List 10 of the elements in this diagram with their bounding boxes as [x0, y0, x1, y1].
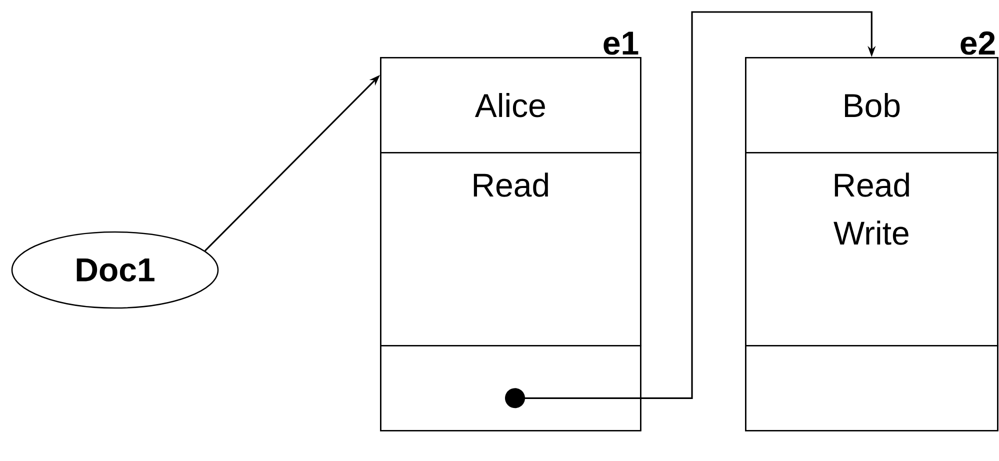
table-cell: [745, 345, 998, 432]
table-cell: Bob: [745, 57, 998, 154]
table-cell: Read Write: [745, 152, 998, 346]
table-cell: Read: [380, 152, 642, 346]
table-cell: Alice: [380, 57, 642, 154]
table-cell: [380, 345, 642, 432]
pointer-arrow: [505, 11, 876, 408]
ellipse-node: Doc1: [11, 231, 219, 309]
node-label: e2: [960, 31, 995, 55]
node-label: e1: [604, 32, 638, 55]
